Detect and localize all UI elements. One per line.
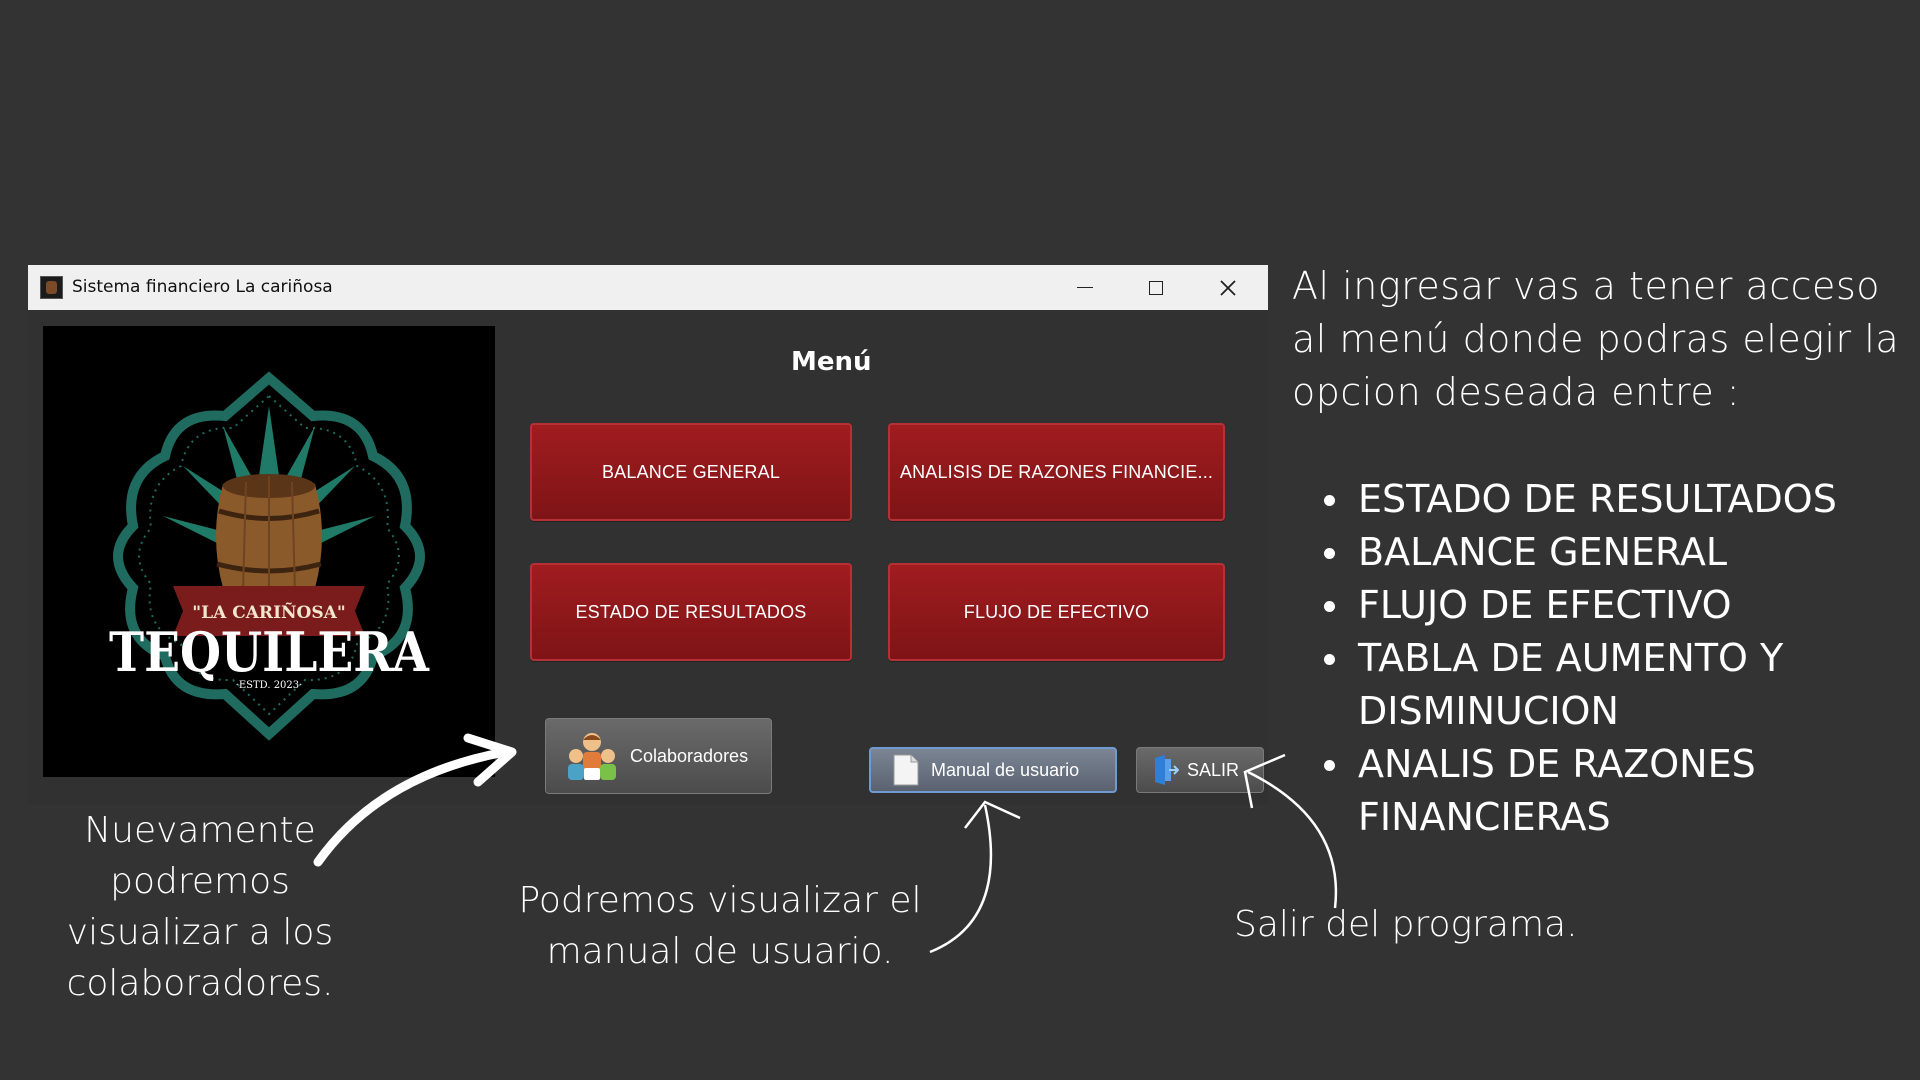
manual-usuario-label: Manual de usuario — [931, 759, 1080, 780]
option-item: ESTADO DE RESULTADOS — [1320, 473, 1900, 526]
salir-button[interactable]: SALIR — [1136, 747, 1264, 793]
arrow-to-salir — [1243, 753, 1338, 909]
maximize-icon — [1149, 280, 1163, 295]
document-icon — [893, 754, 919, 786]
colaboradores-label: Colaboradores — [630, 745, 749, 766]
option-item: FLUJO DE EFECTIVO — [1320, 579, 1900, 632]
option-item: BALANCE GENERAL — [1320, 526, 1900, 579]
minimize-button[interactable] — [1050, 265, 1120, 310]
people-group-icon — [568, 733, 616, 780]
balance-general-button[interactable]: BALANCE GENERAL — [530, 423, 852, 521]
options-list: ESTADO DE RESULTADOS BALANCE GENERAL FLU… — [1320, 473, 1900, 844]
exit-door-icon — [1155, 755, 1179, 785]
flujo-efectivo-button[interactable]: FLUJO DE EFECTIVO — [888, 563, 1225, 661]
maximize-button[interactable] — [1121, 265, 1191, 310]
logo-badge-frame — [113, 371, 425, 741]
ribbon-banner — [173, 586, 365, 636]
manual-note: Podremos visualizar el manual de usuario… — [518, 880, 922, 972]
close-icon — [1220, 279, 1236, 296]
colaboradores-button[interactable]: Colaboradores — [545, 718, 772, 794]
intro-text: Al ingresar vas a tener acceso al menú d… — [1292, 264, 1900, 414]
minimize-icon — [1077, 286, 1093, 289]
estado-resultados-button[interactable]: ESTADO DE RESULTADOS — [530, 563, 852, 661]
app-logo-icon — [40, 276, 63, 299]
arrow-to-colaboradores — [313, 733, 517, 867]
option-item: TABLA DE AUMENTO Y DISMINUCION — [1320, 632, 1900, 738]
arrow-to-manual — [929, 800, 1021, 954]
analisis-razones-button[interactable]: ANALISIS DE RAZONES FINANCIE... — [888, 423, 1225, 521]
manual-usuario-button[interactable]: Manual de usuario — [869, 747, 1117, 793]
close-button[interactable] — [1193, 265, 1263, 310]
logo-sub-text: ·ESTD. 2023· — [236, 680, 303, 691]
menu-title: Menú — [791, 347, 872, 377]
app-window: Sistema financiero La cariñosa — [28, 265, 1268, 805]
title-bar[interactable]: Sistema financiero La cariñosa — [28, 265, 1268, 310]
logo-main-text: TEQUILERA — [109, 620, 430, 684]
salir-label: SALIR — [1187, 759, 1240, 780]
colaboradores-note: Nuevamente podremos visualizar a los col… — [66, 810, 334, 1004]
option-item: ANALIS DE RAZONES FINANCIERAS — [1320, 738, 1900, 844]
barrel-icon — [216, 474, 322, 597]
window-title: Sistema financiero La cariñosa — [72, 277, 333, 297]
salir-note: Salir del programa. — [1234, 904, 1578, 945]
tequilera-logo: "LA CARIÑOSA" TEQUILERA ·ESTD. 2023· — [43, 326, 495, 777]
logo-top-text: "LA CARIÑOSA" — [192, 601, 345, 623]
